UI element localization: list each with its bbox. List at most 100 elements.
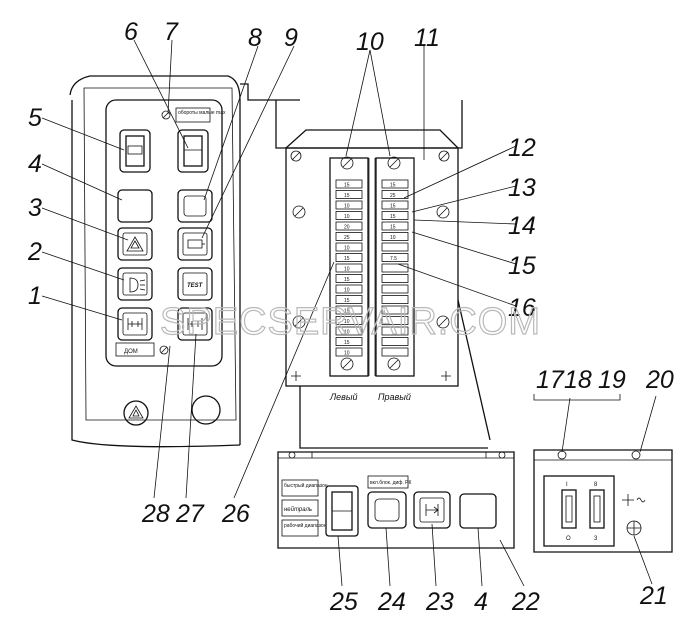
fuse-right-value: 15: [390, 225, 396, 231]
callout-2: 2: [27, 238, 42, 266]
fuse-right-value: 7.5: [390, 256, 397, 262]
blank-button-4[interactable]: [117, 189, 153, 223]
callout-18: 18: [564, 366, 592, 394]
switch-24[interactable]: [367, 491, 407, 529]
rocker-switch-5[interactable]: [119, 129, 151, 173]
fuse-left-value: 15: [344, 256, 350, 262]
fuse-right-16[interactable]: [381, 337, 409, 346]
diff-lock-button-27[interactable]: [177, 307, 213, 341]
fuse-right-13[interactable]: [381, 305, 409, 315]
callout-14: 14: [508, 212, 536, 240]
callout-1: 1: [28, 282, 42, 310]
fuse-left-value: 15: [344, 183, 350, 189]
fuse-left-13[interactable]: 15: [335, 305, 363, 315]
callout-15: 15: [508, 252, 536, 280]
fuse-left-value: 10: [344, 351, 350, 357]
callout-27: 27: [175, 500, 205, 528]
fuse-left-value: 15: [344, 340, 350, 346]
callout-3: 3: [28, 194, 42, 222]
mark-i: I: [566, 482, 568, 488]
fuse-right-17[interactable]: [381, 347, 409, 357]
fuse-right-7[interactable]: [381, 242, 409, 252]
fuse-right-4[interactable]: 15: [381, 211, 409, 221]
fuse-right-8[interactable]: 7.5: [381, 253, 409, 263]
fuse-left-value: 20: [344, 225, 350, 231]
fuse-left-14[interactable]: 10: [335, 316, 363, 326]
fuse-left-11[interactable]: 10: [335, 284, 363, 294]
fuse-right-value: 15: [390, 214, 396, 220]
label-right: Правый: [378, 392, 411, 402]
fuse-left-9[interactable]: 10: [335, 263, 363, 273]
fuse-left-4[interactable]: 10: [335, 211, 363, 221]
label-dom: ДОМ: [124, 349, 138, 355]
blank-button-8[interactable]: [177, 189, 213, 223]
engine-button-9[interactable]: [177, 227, 213, 261]
rocker-switch-6[interactable]: [177, 129, 209, 173]
diff-lock-button-23[interactable]: [413, 491, 451, 529]
diff-lock-button-1[interactable]: [117, 307, 153, 341]
fuse-right-2[interactable]: 25: [381, 190, 409, 200]
fuse-left-value: 25: [344, 235, 350, 241]
callout-4: 4: [28, 150, 42, 178]
callout-12: 12: [508, 134, 536, 162]
fuse-left-15[interactable]: 10: [335, 326, 363, 336]
fuse-right-12[interactable]: [381, 295, 409, 304]
callout-20: 20: [645, 366, 674, 394]
callout-19: 19: [598, 366, 626, 394]
fuse-left-1[interactable]: 15: [335, 179, 363, 189]
callout-23: 23: [425, 588, 454, 616]
callout-11: 11: [414, 24, 440, 52]
bracket-17-19: [533, 394, 621, 401]
fuse-left-10[interactable]: 15: [335, 274, 363, 284]
hazard-button[interactable]: [123, 400, 149, 426]
test-button[interactable]: TEST: [177, 267, 213, 301]
callout-13: 13: [508, 174, 536, 202]
fuse-right-3[interactable]: 15: [381, 200, 409, 210]
mark-3: 3: [594, 536, 598, 542]
fuse-left-16[interactable]: 15: [335, 337, 363, 347]
fuse-left-8[interactable]: 15: [335, 253, 363, 263]
fuse-left-7[interactable]: 10: [335, 242, 363, 252]
fuse-left-2[interactable]: 15: [335, 190, 363, 200]
screw-28: [159, 345, 169, 355]
fuse-rows: 1515101020251015101510151510101510152515…: [335, 179, 409, 357]
label-work-range: рабочий диапазон: [284, 522, 327, 529]
range-switch-25[interactable]: [325, 485, 359, 537]
fuse-right-15[interactable]: [381, 326, 409, 336]
callout-8: 8: [248, 24, 262, 52]
callout-5: 5: [28, 104, 42, 132]
watermark: SPECSERVAIR.COM: [160, 301, 541, 343]
fuse-left-value: 10: [344, 330, 350, 336]
fuse-right-9[interactable]: [381, 263, 409, 273]
small-panel: [533, 449, 673, 553]
fuse-right-14[interactable]: [381, 316, 409, 325]
callout-numbers: 1 2 3 4 5 6 7 8 9 10 11 12 13 14 15 16 1…: [27, 18, 674, 616]
fuse-left-value: 15: [344, 193, 350, 199]
fuse-right-11[interactable]: [381, 284, 409, 294]
fuse-right-6[interactable]: 10: [381, 232, 409, 242]
warning-button-3[interactable]: [117, 227, 153, 261]
fuse-left-17[interactable]: 10: [335, 347, 363, 357]
fuse-right-value: 25: [390, 193, 396, 199]
fuse-left-value: 10: [344, 246, 350, 252]
label-obroty: обороты малые max: [178, 110, 226, 116]
fuse-left-3[interactable]: 10: [335, 200, 363, 210]
fuse-right-10[interactable]: [381, 274, 409, 283]
fuse-left-value: 15: [344, 298, 350, 304]
fuse-right-value: 15: [390, 204, 396, 210]
blank-button-4-bottom[interactable]: [459, 493, 497, 529]
fuse-right-value: 15: [390, 183, 396, 189]
light-button-2[interactable]: [117, 267, 153, 301]
fuse-left-12[interactable]: 15: [335, 295, 363, 305]
callout-28: 28: [141, 500, 170, 528]
fuse-right-value: 10: [390, 235, 396, 241]
fuse-right-1[interactable]: 15: [381, 179, 409, 189]
fuse-right-5[interactable]: 15: [381, 221, 409, 231]
mark-8: 8: [594, 482, 598, 488]
callout-9: 9: [284, 24, 298, 52]
callout-25: 25: [329, 588, 358, 616]
svg-text:TEST: TEST: [187, 283, 204, 289]
fuse-left-6[interactable]: 25: [335, 232, 363, 242]
fuse-left-5[interactable]: 20: [335, 221, 363, 231]
fuse-left-value: 15: [344, 277, 350, 283]
